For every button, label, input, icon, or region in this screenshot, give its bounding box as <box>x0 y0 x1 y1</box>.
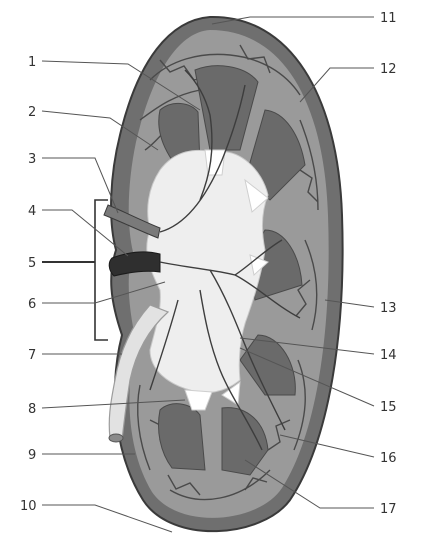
label-13: 13 <box>380 301 397 316</box>
label-2: 2 <box>28 105 36 120</box>
label-16: 16 <box>380 451 397 466</box>
label-9: 9 <box>28 448 36 463</box>
label-10: 10 <box>20 499 37 514</box>
label-14: 14 <box>380 348 397 363</box>
label-12: 12 <box>380 62 397 77</box>
label-4: 4 <box>28 204 36 219</box>
label-7: 7 <box>28 348 36 363</box>
ureter-cut-end <box>109 434 123 442</box>
label-3: 3 <box>28 152 36 167</box>
label-11: 11 <box>380 11 397 26</box>
label-17: 17 <box>380 502 397 517</box>
label-1: 1 <box>28 55 36 70</box>
leader-3 <box>42 158 118 213</box>
label-15: 15 <box>380 400 397 415</box>
label-8: 8 <box>28 402 36 417</box>
label-6: 6 <box>28 297 36 312</box>
label-5: 5 <box>28 256 36 271</box>
hilum-bracket <box>95 200 108 340</box>
